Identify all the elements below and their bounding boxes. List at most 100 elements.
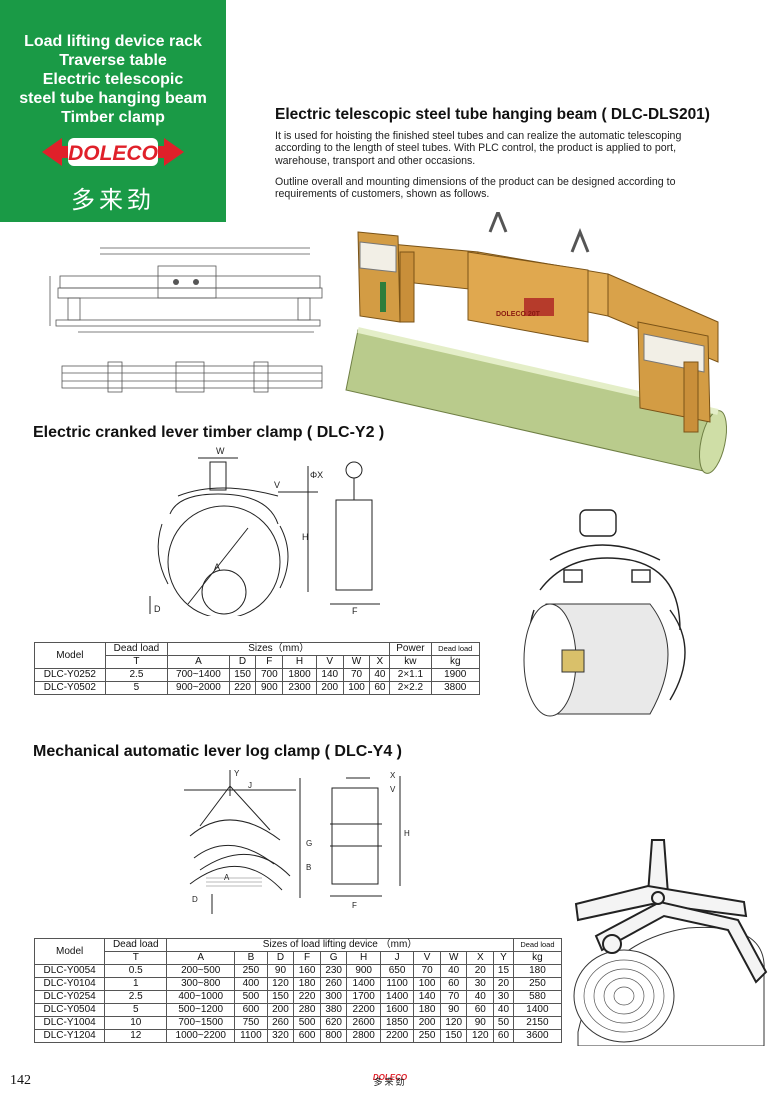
table-cell: 20 (493, 977, 514, 991)
table-subheader: T (104, 655, 169, 669)
table-cell: 250 (512, 977, 563, 991)
dim-label: G (306, 839, 312, 848)
y2-dimension-drawing: W V ΦX H A D F (149, 446, 380, 616)
table-cell: 300~800 (166, 977, 236, 991)
table-cell: 300 (319, 990, 348, 1004)
dim-label: D (154, 604, 161, 614)
table-cell: 140 (315, 668, 344, 682)
table-cell: 20 (466, 964, 495, 978)
table-cell: 70 (439, 990, 468, 1004)
model-cell: DLC-Y1204 (33, 1029, 106, 1043)
dim-label: Y (234, 769, 240, 778)
table-cell: 200 (315, 681, 344, 695)
table-cell: 180 (413, 1003, 441, 1017)
table-subheader: G (319, 951, 348, 965)
y4-log-clamp-illustration (573, 839, 768, 1046)
dim-label: H (302, 532, 309, 542)
dim-label: B (306, 863, 311, 872)
table-subheader: A (166, 951, 236, 965)
model-cell: DLC-Y1004 (33, 1016, 106, 1030)
table-cell: 1600 (379, 1003, 415, 1017)
table-cell: 1400 (379, 990, 415, 1004)
table-cell: 140 (413, 990, 441, 1004)
page-number: 142 (10, 1073, 31, 1088)
footer-brand-chinese: 多来劲 (373, 1078, 407, 1088)
table-cell: 900 (346, 964, 381, 978)
footer-logo-wordmark: DOLECO (373, 1073, 408, 1082)
table-subheader: W (439, 951, 468, 965)
table-cell: 1700 (346, 990, 381, 1004)
table-cell: 90 (439, 1003, 468, 1017)
table-cell: 60 (439, 977, 468, 991)
table-subheader: T (104, 951, 168, 965)
table-cell: 50 (493, 1016, 514, 1030)
table-subheader: kg (430, 655, 481, 669)
dim-label: V (390, 785, 396, 794)
table-cell: 200~500 (166, 964, 236, 978)
table-cell: 1400 (512, 1003, 563, 1017)
table-cell: 5 (104, 681, 169, 695)
text-line: warehouse, transport and other occasions… (275, 154, 476, 167)
table-cell: 620 (319, 1016, 348, 1030)
text-line: Outline overall and mounting dimensions … (275, 176, 676, 188)
table-cell: 900 (255, 681, 284, 695)
table-cell: 60 (369, 681, 391, 695)
table-cell: 650 (379, 964, 415, 978)
table-cell: 2600 (346, 1016, 381, 1030)
table-cell: 3800 (430, 681, 481, 695)
table-cell: 200 (266, 1003, 295, 1017)
beam-description: It is used for hoisting the finished ste… (275, 130, 755, 167)
table-cell: 380 (319, 1003, 348, 1017)
dim-label: F (352, 901, 357, 910)
table-header: Model (33, 938, 106, 965)
category-label: steel tube hanging beam (19, 90, 207, 107)
table-cell: 600 (234, 1003, 268, 1017)
table-cell: 180 (512, 964, 563, 978)
table-cell: 250 (413, 1029, 441, 1043)
table-cell: 2200 (379, 1029, 415, 1043)
table-subheader: J (379, 951, 415, 965)
beam-title: Electric telescopic steel tube hanging b… (275, 106, 710, 123)
table-cell: 150 (228, 668, 257, 682)
table-cell: 1000~2200 (166, 1029, 236, 1043)
table-subheader: H (282, 655, 317, 669)
category-header-box: Load lifting device rack Traverse table … (0, 0, 226, 222)
beam-note: Outline overall and mounting dimensions … (275, 176, 755, 201)
table-cell: 1850 (379, 1016, 415, 1030)
brand-chinese: 多来劲 (71, 186, 155, 214)
table-cell: 12 (104, 1029, 168, 1043)
table-subheader: X (369, 655, 391, 669)
table-cell: 40 (493, 1003, 514, 1017)
table-cell: 100 (413, 977, 441, 991)
category-label: Electric telescopic (42, 71, 184, 88)
footer-logo: DOLECO (373, 1073, 408, 1082)
table-cell: 230 (319, 964, 348, 978)
model-cell: DLC-Y0502 (34, 681, 106, 695)
table-cell: 1100 (234, 1029, 268, 1043)
model-cell: DLC-Y0104 (33, 977, 106, 991)
dim-label: F (352, 606, 358, 616)
table-cell: 60 (466, 1003, 495, 1017)
table-cell: 200 (413, 1016, 441, 1030)
dim-label: A (214, 562, 220, 572)
table-cell: 500 (293, 1016, 321, 1030)
table-cell: 160 (293, 964, 321, 978)
table-cell: 280 (293, 1003, 321, 1017)
y4-title: Mechanical automatic lever log clamp ( D… (33, 743, 402, 760)
table-subheader: Y (493, 951, 514, 965)
table-header: Dead load (104, 938, 168, 952)
table-cell: 500 (234, 990, 268, 1004)
table-cell: 260 (266, 1016, 295, 1030)
table-cell: 2×2.2 (389, 681, 432, 695)
dim-label: ΦX (310, 470, 323, 480)
table-cell: 320 (266, 1029, 295, 1043)
table-cell: 2×1.1 (389, 668, 432, 682)
table-cell: 2.5 (104, 990, 168, 1004)
table-subheader: kg (512, 951, 563, 965)
y2-clamp-illustration (523, 509, 686, 717)
